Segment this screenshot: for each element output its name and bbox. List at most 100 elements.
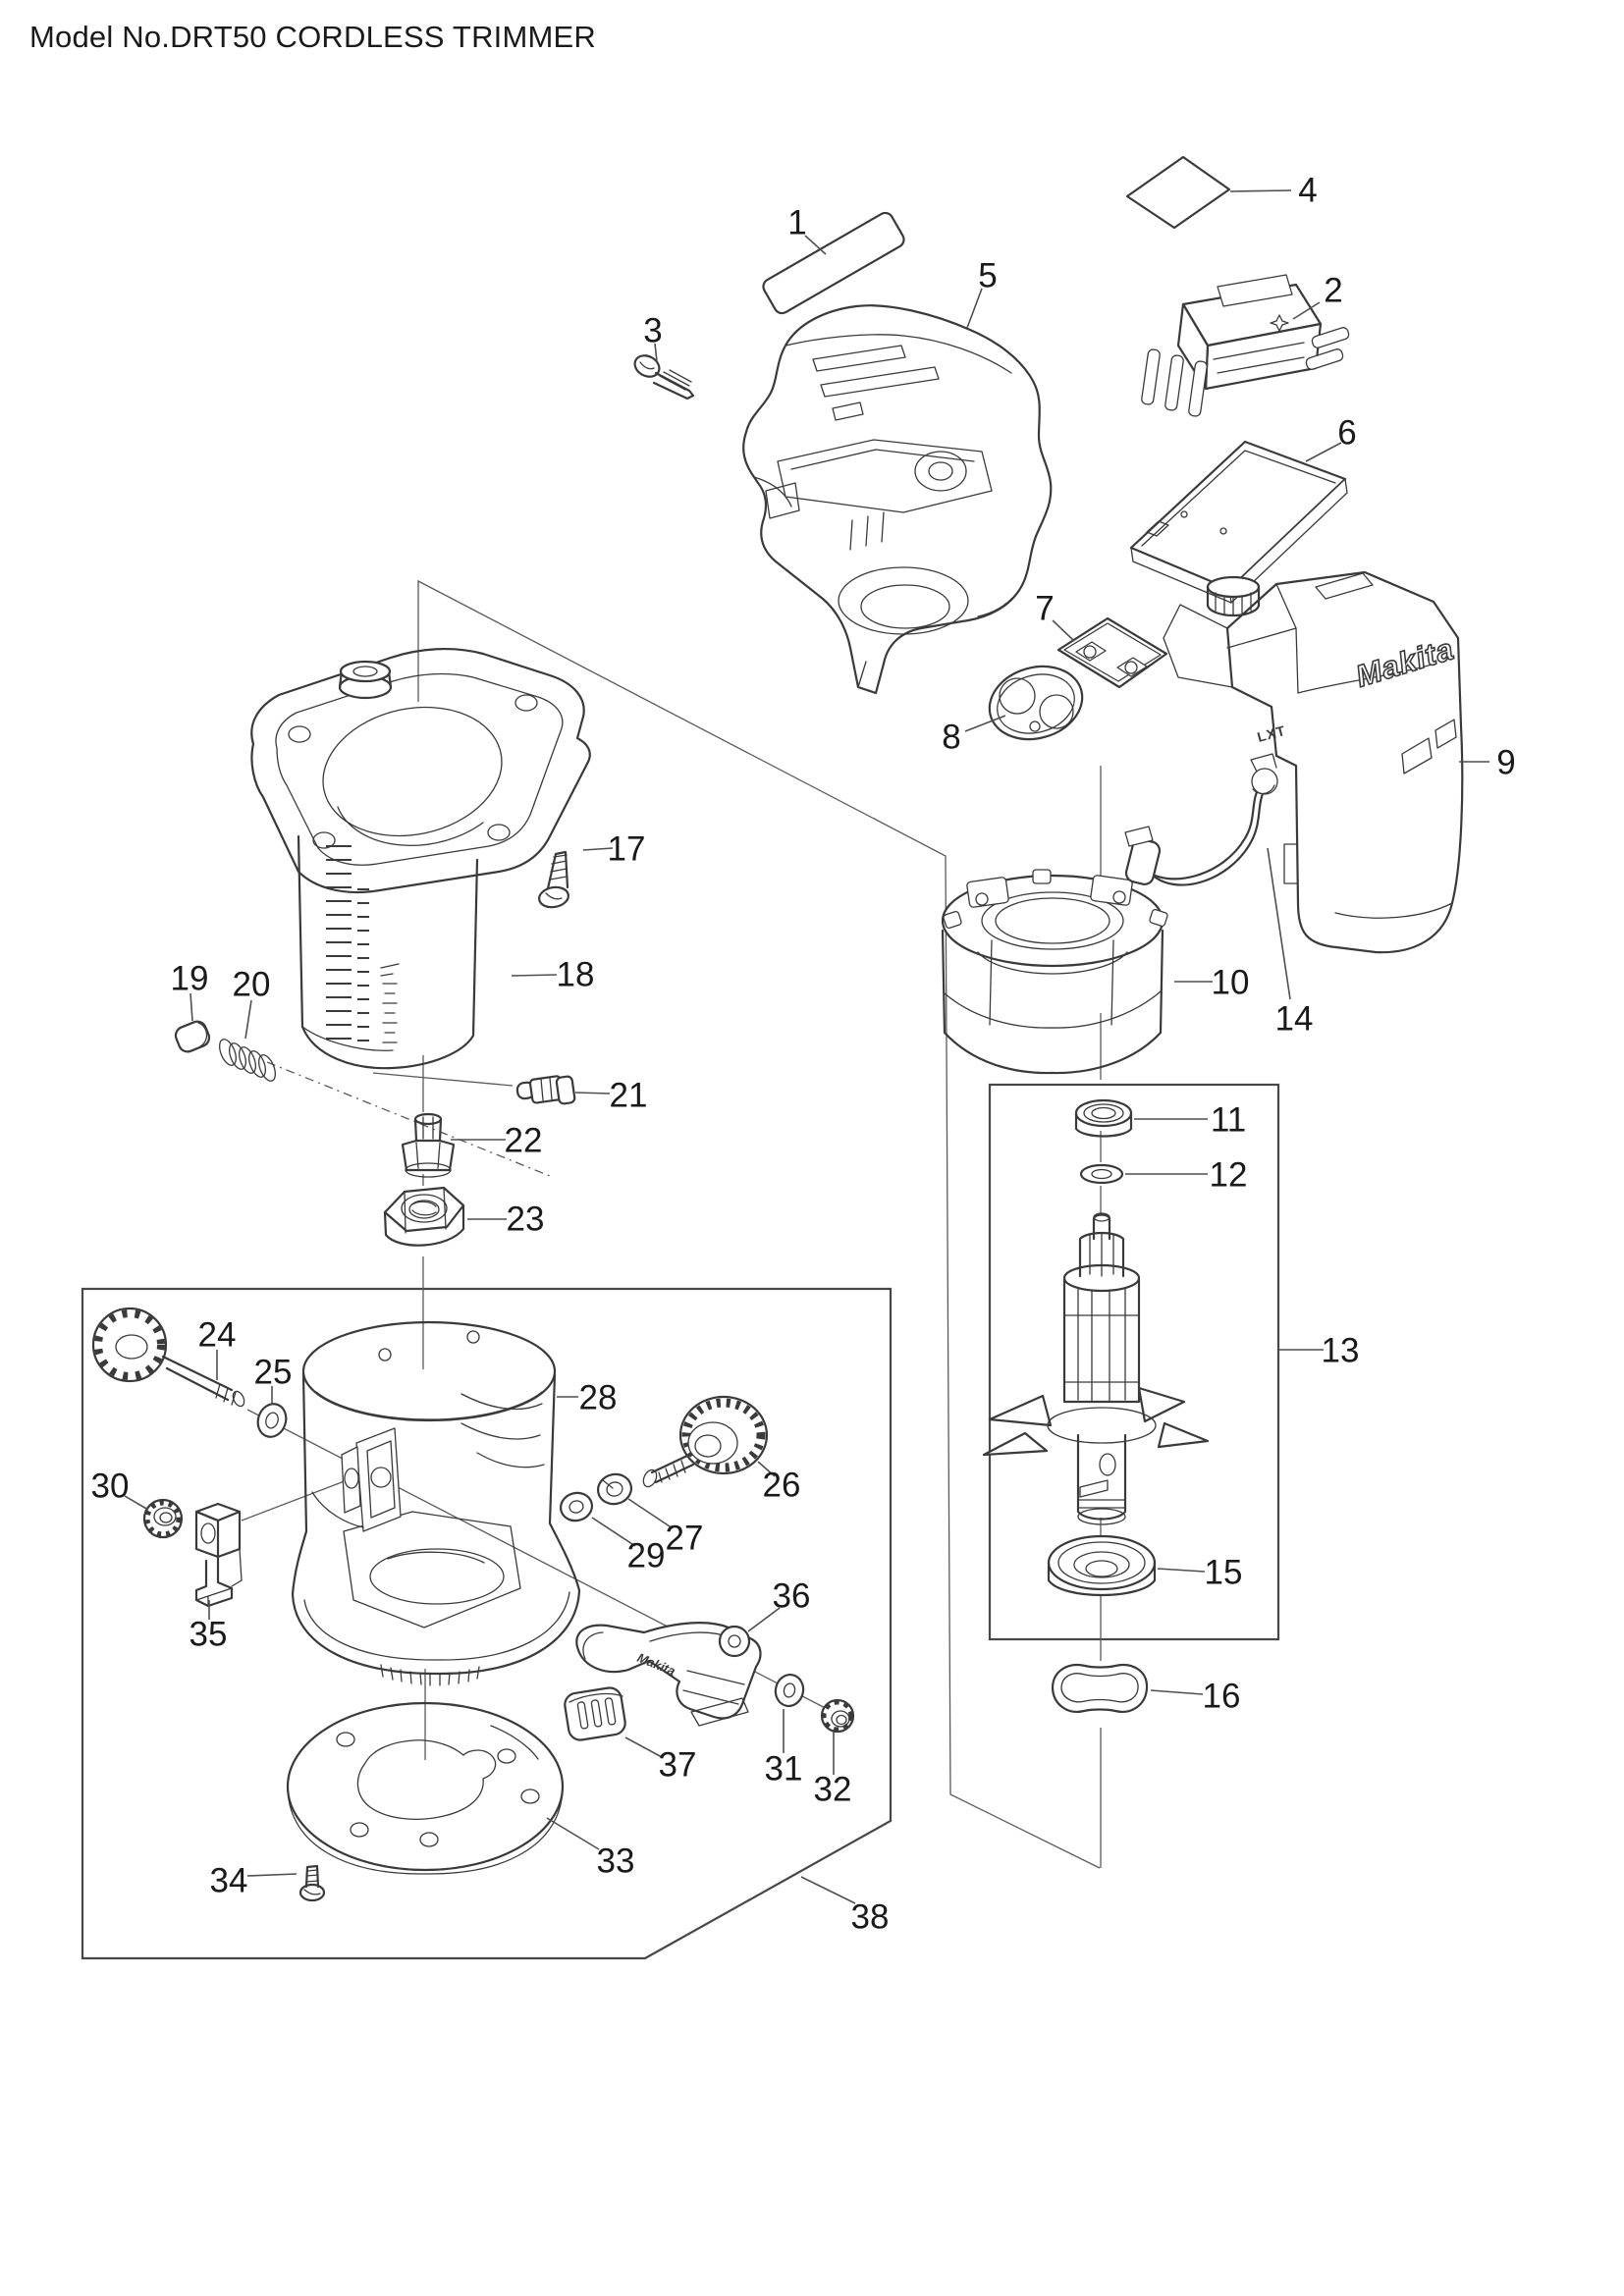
part-22-collet-cone bbox=[401, 1112, 456, 1178]
callout-number-6: 6 bbox=[1337, 414, 1356, 453]
leader-line-34 bbox=[246, 1873, 298, 1877]
leader-line-15 bbox=[1157, 1568, 1206, 1573]
callout-number-14: 14 bbox=[1275, 1000, 1314, 1039]
callout-number-33: 33 bbox=[597, 1842, 635, 1881]
leader-line-30 bbox=[124, 1495, 149, 1511]
part-13-armature bbox=[982, 1212, 1210, 1525]
leader-line-36 bbox=[747, 1607, 781, 1632]
callout-number-19: 19 bbox=[171, 960, 209, 998]
part-4-caution-label bbox=[1125, 155, 1231, 230]
part-34-screw bbox=[298, 1864, 326, 1902]
callout-number-9: 9 bbox=[1496, 744, 1515, 782]
part-9-motor-housing: Makita LXT bbox=[1163, 570, 1464, 954]
callout-number-21: 21 bbox=[610, 1077, 648, 1115]
part-31-washer bbox=[774, 1673, 805, 1708]
leader-line-4 bbox=[1229, 189, 1292, 192]
leader-line-5 bbox=[966, 288, 983, 329]
callout-number-25: 25 bbox=[254, 1354, 293, 1392]
barrel-vent-slots bbox=[326, 845, 369, 1041]
callout-number-38: 38 bbox=[851, 1898, 890, 1937]
callout-number-12: 12 bbox=[1210, 1156, 1248, 1195]
part-21-lock-pin bbox=[515, 1075, 576, 1105]
part-17-screw bbox=[538, 850, 569, 909]
leader-line-2 bbox=[1292, 301, 1321, 320]
callout-number-26: 26 bbox=[763, 1467, 801, 1505]
callout-number-35: 35 bbox=[189, 1616, 228, 1654]
part-24-knob-bolt bbox=[91, 1307, 245, 1408]
part-5-motor-housing-top bbox=[742, 304, 1053, 695]
callout-number-36: 36 bbox=[773, 1577, 811, 1616]
callout-number-5: 5 bbox=[978, 257, 997, 295]
part-11-ball-bearing bbox=[1074, 1098, 1133, 1138]
leader-line-16 bbox=[1150, 1689, 1204, 1695]
callout-number-22: 22 bbox=[505, 1122, 543, 1160]
part-10-field-stator bbox=[941, 869, 1168, 1075]
callout-number-8: 8 bbox=[942, 719, 960, 757]
part-37-lever-pad bbox=[564, 1686, 626, 1741]
callout-number-34: 34 bbox=[210, 1862, 248, 1900]
leader-line-18 bbox=[511, 974, 558, 977]
leader-line-26 bbox=[757, 1461, 776, 1477]
part-33-base-plate bbox=[286, 1701, 565, 1875]
callout-number-28: 28 bbox=[579, 1379, 618, 1417]
part-30-nut bbox=[142, 1498, 184, 1539]
page-title: Model No.DRT50 CORDLESS TRIMMER bbox=[29, 20, 596, 54]
part-8-grommet bbox=[988, 665, 1084, 741]
part-7-terminal-plate bbox=[1056, 616, 1168, 689]
leader-line-6 bbox=[1305, 442, 1342, 462]
part-12-flat-washer bbox=[1079, 1163, 1124, 1185]
callout-number-13: 13 bbox=[1322, 1332, 1360, 1370]
leader-line-1 bbox=[804, 235, 827, 255]
makita-logo-text: Makita bbox=[1352, 631, 1458, 693]
callout-number-27: 27 bbox=[666, 1520, 704, 1558]
leader-line-29 bbox=[591, 1517, 636, 1547]
callout-number-24: 24 bbox=[198, 1316, 237, 1355]
leader-line-21 bbox=[574, 1092, 611, 1095]
part-29-washer bbox=[560, 1491, 593, 1522]
leader-line-20 bbox=[244, 999, 252, 1040]
leader-line-17 bbox=[582, 847, 614, 851]
part-19-cap bbox=[174, 1020, 211, 1053]
part-15-ball-bearing bbox=[1047, 1534, 1157, 1597]
part-20-spring bbox=[219, 1039, 276, 1082]
callout-number-10: 10 bbox=[1212, 964, 1250, 1002]
leader-line-19 bbox=[189, 992, 193, 1022]
callout-number-15: 15 bbox=[1205, 1554, 1243, 1592]
callout-number-4: 4 bbox=[1298, 172, 1317, 210]
part-6-controller-cover bbox=[1129, 440, 1348, 617]
callout-number-20: 20 bbox=[233, 966, 271, 1004]
callout-number-16: 16 bbox=[1203, 1678, 1241, 1716]
callout-number-23: 23 bbox=[507, 1201, 545, 1239]
leader-line-8 bbox=[964, 715, 1006, 732]
callout-number-2: 2 bbox=[1324, 272, 1342, 310]
leader-line-37 bbox=[624, 1736, 663, 1758]
callout-number-37: 37 bbox=[659, 1746, 697, 1785]
callout-number-30: 30 bbox=[91, 1468, 130, 1506]
part-35-bracket bbox=[194, 1502, 243, 1608]
part-2-switch bbox=[1141, 274, 1350, 417]
part-23-collet-nut bbox=[383, 1186, 465, 1247]
base-serrations bbox=[380, 1664, 480, 1686]
group-box-base-assembly bbox=[81, 1287, 893, 1960]
part-25-washer bbox=[256, 1403, 288, 1438]
part-18-trimmer-base-barrel bbox=[250, 647, 591, 1070]
leader-line-33 bbox=[546, 1817, 600, 1850]
callout-number-17: 17 bbox=[608, 830, 646, 869]
callout-number-11: 11 bbox=[1211, 1101, 1246, 1140]
leader-line-14 bbox=[1267, 847, 1291, 1000]
leader-line-27 bbox=[627, 1498, 674, 1529]
callout-number-1: 1 bbox=[787, 204, 806, 242]
callout-number-18: 18 bbox=[557, 956, 595, 994]
callout-number-29: 29 bbox=[627, 1537, 666, 1575]
part-14-lead-wire bbox=[1124, 753, 1278, 886]
leader-line-3 bbox=[654, 343, 658, 362]
lxt-badge-text: LXT bbox=[1256, 722, 1288, 745]
callout-number-3: 3 bbox=[643, 312, 662, 350]
part-27-lock-washer bbox=[597, 1472, 632, 1506]
part-32-lock-nut bbox=[820, 1698, 855, 1734]
part-1-label-sticker bbox=[762, 211, 905, 315]
part-26-thumb-screw bbox=[642, 1395, 769, 1488]
